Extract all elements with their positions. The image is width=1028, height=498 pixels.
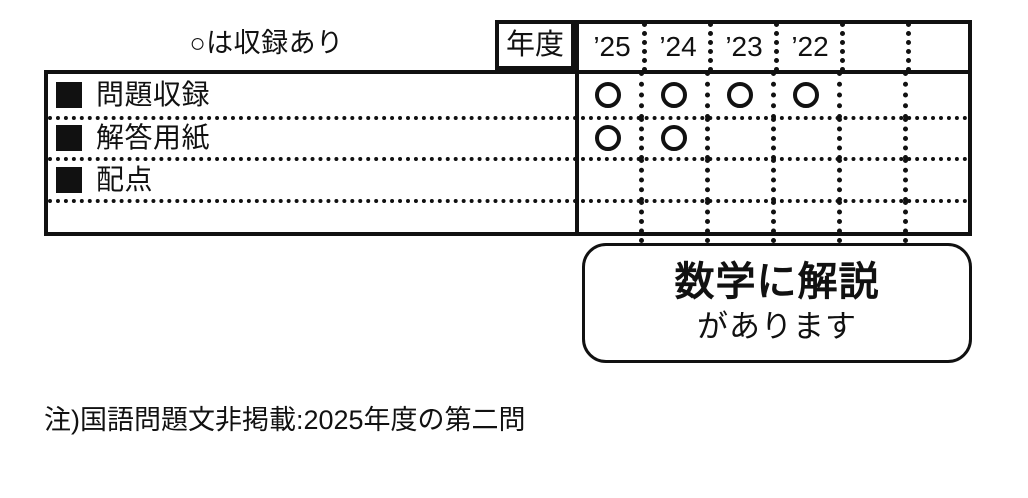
empty-mark: [928, 167, 954, 193]
table-row: 問題収録: [48, 71, 968, 118]
table-row: 解答用紙: [48, 115, 968, 160]
cell-r1-c3: [771, 116, 839, 160]
cell-r3-c0: [575, 203, 641, 241]
empty-mark: [859, 125, 885, 151]
black-square-bullet-icon: [56, 81, 82, 108]
cell-r2-c4: [837, 158, 905, 201]
cell-r2-c0: [575, 161, 641, 199]
empty-mark: [793, 167, 819, 193]
cell-r0-c5: [903, 71, 976, 118]
cell-r1-c2: [705, 116, 773, 160]
row-label-cell-2: 配点: [48, 161, 575, 199]
empty-mark: [661, 167, 687, 193]
year-header-row: ’25 ’24 ’23 ’22: [575, 20, 972, 72]
empty-mark: [859, 82, 885, 108]
empty-mark: [793, 125, 819, 151]
empty-mark: [928, 125, 954, 151]
empty-mark: [661, 208, 687, 234]
cell-r1-c1: [639, 116, 707, 160]
empty-mark: [727, 125, 753, 151]
cell-r0-c2: [705, 71, 773, 118]
cell-r0-c0: [575, 74, 641, 116]
empty-mark: [793, 208, 819, 234]
empty-mark: [928, 82, 954, 108]
year-column-header-3: ’22: [774, 22, 843, 72]
circle-icon: [595, 125, 621, 152]
callout-box: 数学に解説 があります: [582, 243, 972, 363]
circle-icon: [661, 81, 687, 108]
callout-subline: があります: [697, 309, 857, 345]
circle-icon: [595, 81, 621, 108]
row-label-cell-1: 解答用紙: [48, 120, 575, 158]
cell-r2-c1: [639, 158, 707, 201]
cell-r2-c2: [705, 158, 773, 201]
row-label-cell-0: 問題収録: [48, 74, 575, 116]
cell-r0-c3: [771, 71, 839, 118]
empty-mark: [595, 167, 621, 193]
callout-headline: 数学に解説: [674, 260, 880, 305]
year-column-header-1: ’24: [642, 22, 711, 72]
empty-mark: [595, 208, 621, 234]
row-label-text: 問題収録: [96, 78, 211, 110]
footnote-text: 注)国語問題文非掲載:2025年度の第二問: [44, 405, 526, 435]
black-square-bullet-icon: [56, 166, 82, 193]
cell-r1-c0: [575, 120, 641, 158]
cell-r3-c5: [903, 199, 976, 243]
legend-caption: ○は収録あり: [189, 28, 344, 58]
contents-matrix-table: 問題収録 解答用紙 配点: [44, 70, 972, 243]
cell-r2-c5: [903, 158, 976, 201]
empty-mark: [859, 167, 885, 193]
table-row: 配点: [48, 157, 968, 201]
year-column-header-2: ’23: [708, 22, 777, 72]
cell-r1-c4: [837, 116, 905, 160]
circle-icon: [661, 125, 687, 152]
cell-r3-c2: [705, 199, 773, 243]
year-column-header-5: [906, 22, 980, 72]
cell-r1-c5: [903, 116, 976, 160]
year-column-header-4: [840, 22, 909, 72]
cell-r3-c4: [837, 199, 905, 243]
row-label-text: 解答用紙: [96, 122, 211, 154]
black-square-bullet-icon: [56, 125, 82, 152]
empty-mark: [928, 208, 954, 234]
year-header-label: 年度: [495, 20, 575, 70]
label-column-divider: [575, 70, 579, 236]
empty-mark: [727, 208, 753, 234]
cell-r3-c1: [639, 199, 707, 243]
cell-r0-c4: [837, 71, 905, 118]
cell-r3-c3: [771, 199, 839, 243]
cell-r2-c3: [771, 158, 839, 201]
circle-icon: [727, 81, 753, 108]
empty-mark: [859, 208, 885, 234]
circle-icon: [793, 81, 819, 108]
table-row: [48, 198, 968, 243]
year-column-header-0: ’25: [593, 31, 631, 62]
cell-r0-c1: [639, 71, 707, 118]
empty-mark: [727, 167, 753, 193]
row-label-cell-3: [48, 203, 575, 241]
row-label-text: 配点: [96, 163, 154, 195]
